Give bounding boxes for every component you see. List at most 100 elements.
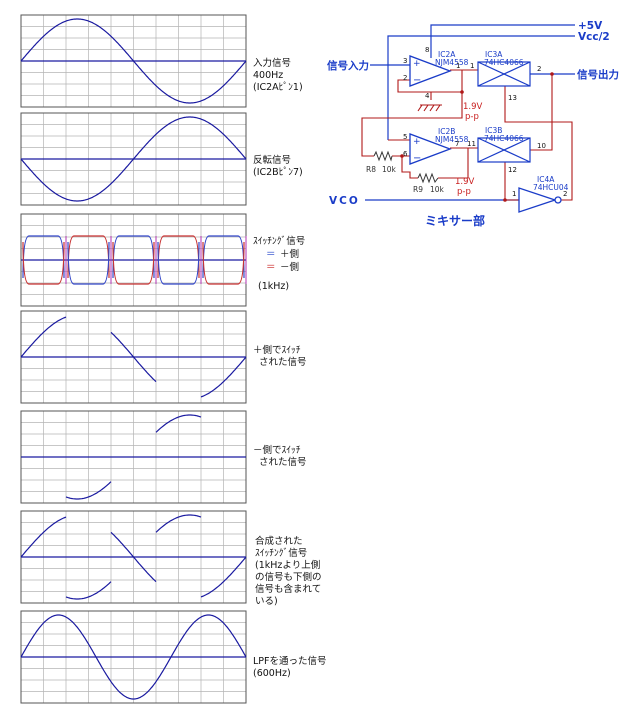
inverter-bubble (554, 196, 562, 204)
panel-input-line-1: 入力信号 (253, 57, 291, 69)
junction-2 (400, 154, 404, 158)
opamp-ic2b-minus: − (413, 153, 421, 164)
ic3b-name: IC3B (485, 126, 502, 135)
ic4a-name: IC4A (537, 175, 555, 184)
panel-combined (20, 510, 247, 604)
pin-v2: 2 (563, 190, 567, 198)
switch-ic3b (477, 137, 531, 163)
trace-input (20, 18, 247, 104)
trace-segment (200, 556, 247, 598)
legend-minus-mark: ＝ (266, 262, 276, 273)
rail-vcc2 (387, 35, 575, 140)
label-output: 信号出力 (577, 68, 619, 81)
panel-combined-line-2: ｽｲｯﾁﾝｸﾞ信号 (255, 547, 307, 559)
panel-combined-line-1: 合成された (255, 535, 303, 547)
r9-value: 10k (430, 185, 445, 194)
label-5v: +5V (578, 20, 603, 32)
section-title: ミキサー部 (425, 213, 485, 228)
panel-plus (20, 310, 247, 404)
wire-ic2a-to-r8 (361, 92, 463, 157)
opamp-ic2b-plus: + (413, 137, 421, 147)
ic3b-part: 74HC4066 (484, 134, 524, 143)
pin-13: 13 (508, 94, 517, 102)
wire-r9-fb (402, 171, 418, 179)
panel-minus-line-1: －側でｽｲｯﾁ (253, 444, 301, 456)
meas2-voltage: 1.9V (455, 177, 475, 187)
panel-inverted-line-1: 反転信号 (253, 154, 291, 166)
panel-lpf (20, 610, 247, 704)
mixer-schematic: + − + − IC2A NJM4558 IC2B NJM4558 (327, 20, 619, 228)
trace-segment (20, 316, 67, 358)
inverter-ic4a (518, 187, 558, 213)
label-input: 信号入力 (327, 59, 369, 72)
wire-ic3b-out (530, 74, 553, 151)
panel-switching-freq: (1kHz) (258, 281, 289, 292)
panel-switching-line-1: ｽｲｯﾁﾝｸﾞ信号 (253, 235, 305, 247)
trace-segment (20, 516, 67, 558)
r8-value: 10k (382, 165, 397, 174)
meas2-unit: p-p (457, 187, 471, 197)
pin-s1: 1 (470, 62, 474, 70)
panel-inverted-line-2: (IC2Bﾋﾟﾝ7) (253, 167, 303, 178)
label-vco: VCO (329, 195, 360, 207)
legend-plus-mark: ＝ (266, 249, 276, 260)
trace-lpf (20, 614, 247, 700)
resistor-r8 (373, 150, 393, 162)
pin-4: 4 (425, 92, 430, 100)
panel-input (20, 14, 247, 108)
ic2a-name: IC2A (438, 50, 456, 59)
panel-plus-line-1: ＋側でｽｲｯﾁ (253, 344, 301, 356)
trace-segment (110, 531, 157, 583)
waveform-panels (20, 14, 247, 704)
meas1-unit: p-p (465, 112, 479, 122)
pin-10: 10 (537, 142, 546, 150)
panel-minus (20, 410, 247, 504)
opamp-ic2a-minus: − (413, 75, 421, 86)
trace-segment (155, 414, 202, 433)
opamp-ic2a-plus: + (413, 59, 421, 69)
trace-segment (65, 481, 112, 500)
pin-v1: 1 (512, 190, 516, 198)
trace-segment (65, 581, 112, 600)
trace-segment (200, 356, 247, 398)
pin-s2: 2 (537, 65, 541, 73)
legend-minus-text: －側 (280, 261, 299, 273)
r8-name: R8 (366, 165, 376, 174)
panel-inverted (20, 112, 247, 206)
switch-pulse-lower (67, 241, 110, 285)
ic2b-name: IC2B (438, 127, 455, 136)
meas1-voltage: 1.9V (463, 102, 483, 112)
switch-pulse-lower (22, 241, 65, 285)
junctions (400, 72, 554, 202)
legend-plus-text: ＋側 (280, 248, 299, 260)
ground-hatch-3 (429, 104, 435, 112)
panel-labels: 入力信号 400Hz (IC2Aﾋﾟﾝ1) 反転信号 (IC2Bﾋﾟﾝ7) ｽｲ… (253, 57, 327, 679)
pin-7: 7 (455, 140, 459, 148)
pin-5: 5 (403, 133, 407, 141)
panel-input-line-2: 400Hz (253, 70, 283, 81)
panel-combined-line-4: の信号も下側の (255, 571, 322, 583)
ic2a-part: NJM4558 (435, 58, 469, 67)
opamp-ic2b (409, 133, 452, 165)
panel-combined-line-5: 信号も含まれて (255, 583, 321, 595)
panel-plus-line-2: された信号 (259, 356, 307, 368)
opamp-ic2a (409, 55, 452, 87)
ground-hatch-2 (423, 104, 429, 112)
label-vcc2: Vcc/2 (578, 31, 610, 43)
r9-name: R9 (413, 185, 423, 194)
panel-input-line-3: (IC2Aﾋﾟﾝ1) (253, 82, 303, 93)
ic3a-name: IC3A (485, 50, 503, 59)
pin-1: 1 (456, 62, 460, 70)
panel-minus-line-2: された信号 (259, 456, 307, 468)
pin-12: 12 (508, 166, 517, 174)
ground-hatch-4 (435, 104, 441, 112)
panel-lpf-line-2: (600Hz) (253, 668, 291, 679)
panel-lpf-line-1: LPFを通った信号 (253, 655, 327, 667)
panel-switching (20, 213, 247, 307)
pin-6: 6 (403, 150, 408, 158)
pin-2: 2 (403, 74, 407, 82)
ic4a-part: 74HCU04 (533, 183, 569, 192)
switch-ic3a-x2 (477, 61, 531, 87)
